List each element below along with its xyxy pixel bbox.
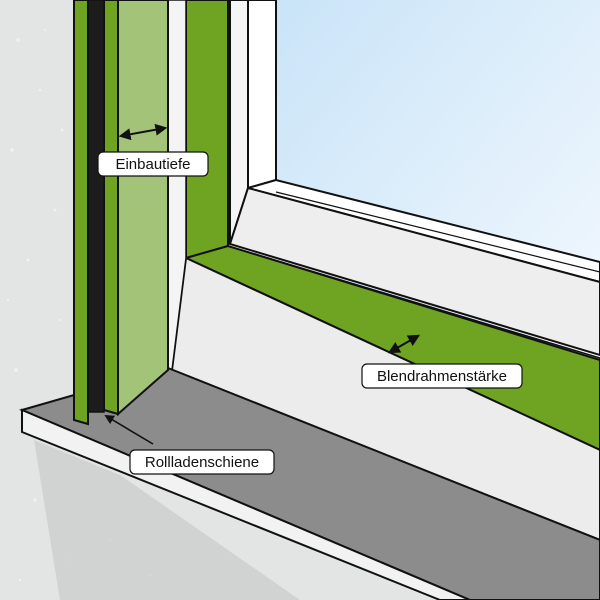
label-frame-thickness-text: Blendrahmenstärke — [377, 368, 507, 385]
frame-green-vertical — [185, 0, 229, 260]
shutter-rail-dark — [87, 0, 105, 413]
window-sill-shadow — [34, 440, 300, 600]
label-shutter-rail-text: Rollladenschiene — [145, 454, 259, 471]
depth-arrow — [118, 123, 168, 141]
rail-green-front — [73, 0, 89, 426]
label-shutter-rail: Rollladenschiene — [129, 449, 275, 475]
label-depth: Einbautiefe — [97, 151, 209, 177]
frame-thickness-arrow — [387, 334, 421, 354]
rail-green-edge — [103, 0, 119, 416]
label-frame-thickness: Blendrahmenstärke — [361, 363, 523, 389]
sash-bottom-line — [275, 191, 600, 273]
label-depth-text: Einbautiefe — [115, 156, 190, 173]
reveal-floor — [228, 186, 600, 357]
depth-panel-light-green — [117, 0, 169, 417]
window-sash-vertical — [247, 0, 277, 190]
shutter-rail-arrow — [104, 415, 154, 445]
